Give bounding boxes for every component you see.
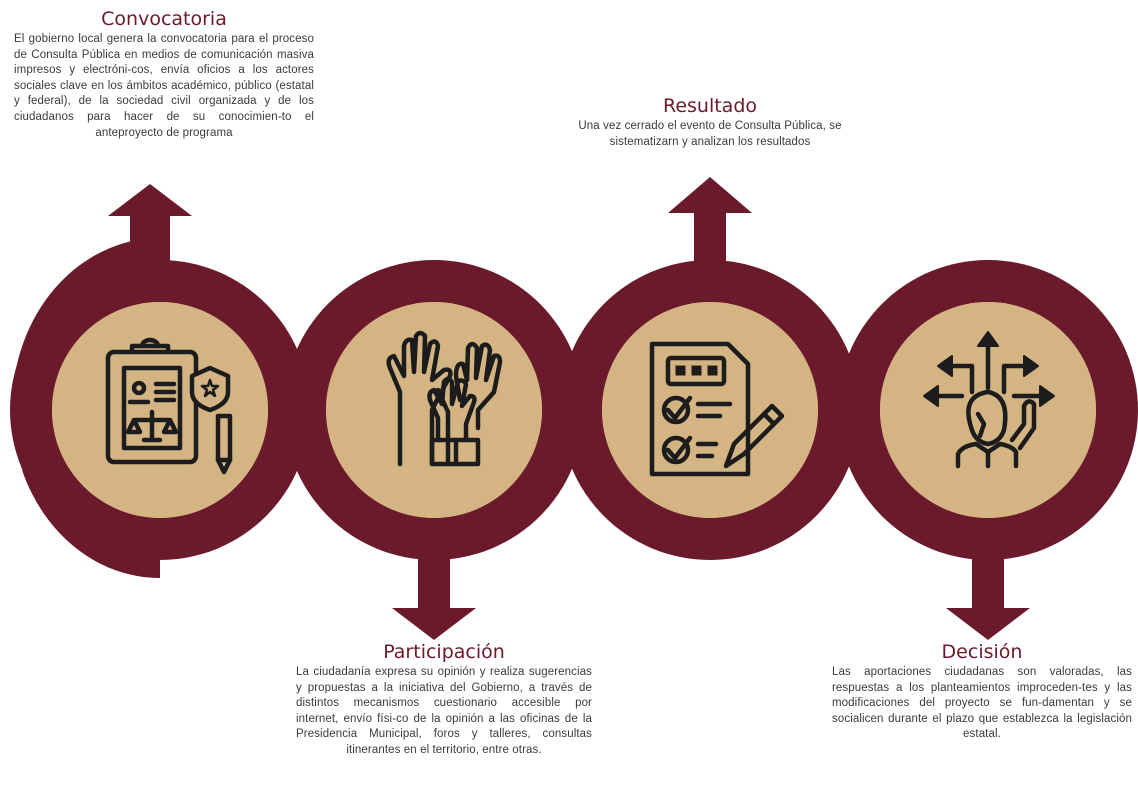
step-title-convocatoria: Convocatoria: [101, 8, 227, 30]
step-title-resultado: Resultado: [662, 95, 758, 117]
raised-hands-icon: [386, 330, 503, 467]
arrow-up-convocatoria: [108, 184, 192, 275]
step-text-resultado: Resultado Una vez cerrado el evento de C…: [560, 95, 860, 150]
arrow-down-participacion: [392, 548, 476, 640]
checklist-pencil-icon: [649, 341, 785, 477]
arrow-up-resultado: [668, 177, 752, 273]
step-text-decision: Decisión Las aportaciones ciudadanas son…: [832, 641, 1132, 743]
step-description-participacion: La ciudadanía expresa su opinión y reali…: [296, 666, 592, 756]
clipboard-justice-icon: [105, 337, 233, 475]
step-description-resultado: Una vez cerrado el evento de Consulta Pú…: [578, 120, 842, 148]
step-text-convocatoria: Convocatoria El gobierno local genera la…: [14, 8, 314, 141]
step-title-decision: Decisión: [941, 641, 1023, 663]
step-title-participacion: Participación: [383, 641, 505, 663]
arrow-down-decision: [946, 548, 1030, 640]
step-description-decision: Las aportaciones ciudadanas son valorada…: [832, 666, 1132, 741]
step-description-convocatoria: El gobierno local genera la convocatoria…: [14, 33, 314, 139]
decision-arrows-person-icon: [923, 331, 1055, 469]
step-text-participacion: Participación La ciudadanía expresa su o…: [296, 641, 592, 759]
